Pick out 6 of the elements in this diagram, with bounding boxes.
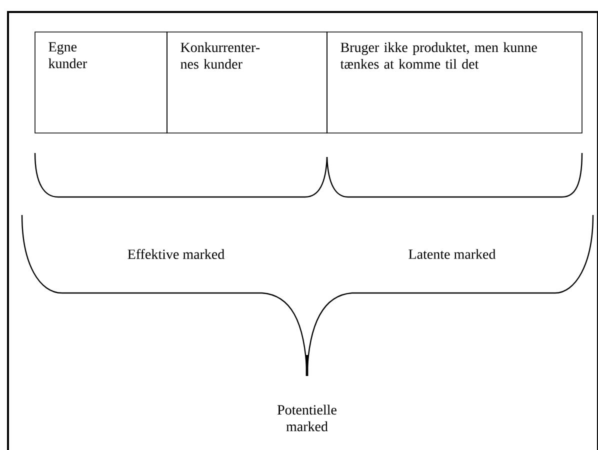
table-cell: Egne kunder	[34, 32, 168, 134]
table-cell: Konkurrenter-nes kunder	[166, 32, 328, 134]
brace-label: Potentielle marked	[277, 404, 336, 432]
table-cell: Bruger ikke produktet, men kunne tænkes at komme til det	[326, 32, 582, 134]
brace-label: Effektive marked	[128, 249, 224, 259]
brace-label: Latente marked	[408, 249, 496, 259]
